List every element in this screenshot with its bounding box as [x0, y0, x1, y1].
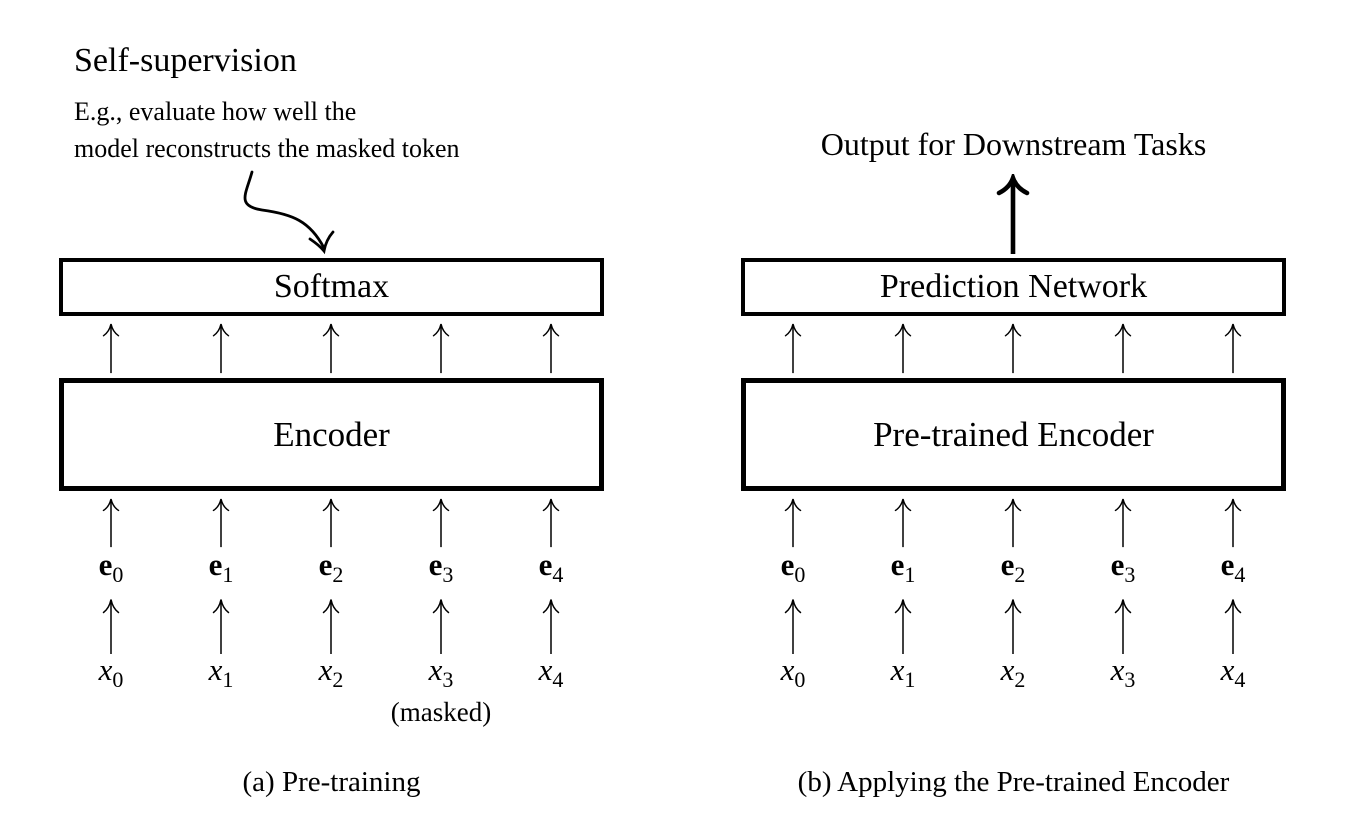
panel-pretraining: Self-supervision E.g., evaluate how well… — [59, 0, 604, 827]
up-arrow-icon — [1004, 498, 1022, 548]
up-arrow-icon — [784, 498, 802, 548]
embedding-label: e2 — [318, 547, 344, 587]
embedding-label: e3 — [1110, 547, 1136, 587]
up-arrow-icon — [432, 323, 450, 374]
input-label: x4 — [1220, 652, 1246, 692]
self-supervision-note-line2: model reconstructs the masked token — [74, 134, 460, 163]
up-arrow-icon — [102, 498, 120, 548]
prediction-network-box-label: Prediction Network — [879, 268, 1148, 305]
pretrained-encoder-box: Pre-trained Encoder — [741, 378, 1286, 491]
up-arrow-icon — [212, 599, 230, 654]
input-label: x1 — [890, 652, 916, 692]
caption-b: (b) Applying the Pre-trained Encoder — [797, 766, 1230, 798]
up-arrow-icon — [1114, 498, 1132, 548]
arrows-embeddings-to-encoder — [59, 495, 604, 548]
up-arrow-icon — [894, 599, 912, 654]
arrows-inputs-to-embeddings — [59, 595, 604, 655]
input-label: x2 — [1000, 652, 1026, 692]
arrows-inputs-to-embeddings — [741, 595, 1286, 655]
embedding-label: e1 — [208, 547, 234, 587]
up-arrow-icon — [1114, 599, 1132, 654]
softmax-box: Softmax — [59, 258, 604, 316]
panel-applying-encoder: Output for Downstream Tasks Prediction N… — [741, 0, 1286, 827]
encoder-box: Encoder — [59, 378, 604, 491]
up-arrow-icon — [1224, 323, 1242, 374]
up-arrow-icon — [542, 498, 560, 548]
up-arrow-icon — [322, 323, 340, 374]
input-label: x2 — [318, 652, 344, 692]
up-arrow-icon — [322, 599, 340, 654]
up-arrow-icon — [1004, 323, 1022, 374]
input-label: x1 — [208, 652, 234, 692]
input-label: x0 — [780, 652, 806, 692]
self-supervision-note-line1: E.g., evaluate how well the — [74, 97, 357, 126]
embedding-labels-row: e0 e1 e2 e3 e4 — [59, 547, 604, 587]
up-arrow-icon — [322, 498, 340, 548]
curved-arrow-icon — [243, 170, 335, 255]
downstream-output-label: Output for Downstream Tasks — [820, 126, 1207, 162]
up-arrow-icon — [102, 323, 120, 374]
thick-up-arrow-icon — [996, 174, 1030, 254]
embedding-label: e0 — [98, 547, 124, 587]
up-arrow-icon — [894, 323, 912, 374]
input-label: x4 — [538, 652, 564, 692]
embedding-label: e0 — [780, 547, 806, 587]
up-arrow-icon — [432, 599, 450, 654]
input-label: x3 — [428, 652, 454, 692]
caption-a: (a) Pre-training — [242, 766, 421, 798]
embedding-label: e3 — [428, 547, 454, 587]
input-labels-row: x0 x1 x2 x3 x4 — [59, 652, 604, 692]
up-arrow-icon — [784, 323, 802, 374]
arrows-encoder-to-prediction — [741, 320, 1286, 374]
embedding-label: e4 — [538, 547, 564, 587]
up-arrow-icon — [1224, 498, 1242, 548]
input-label: x0 — [98, 652, 124, 692]
arrows-embeddings-to-encoder — [741, 495, 1286, 548]
pretrained-encoder-box-label: Pre-trained Encoder — [873, 414, 1154, 454]
up-arrow-icon — [212, 323, 230, 374]
up-arrow-icon — [894, 498, 912, 548]
encoder-box-label: Encoder — [273, 414, 390, 454]
up-arrow-icon — [212, 498, 230, 548]
self-supervision-title: Self-supervision — [74, 42, 297, 79]
embedding-label: e2 — [1000, 547, 1026, 587]
up-arrow-icon — [784, 599, 802, 654]
input-label: x3 — [1110, 652, 1136, 692]
up-arrow-icon — [432, 498, 450, 548]
up-arrow-icon — [102, 599, 120, 654]
up-arrow-icon — [542, 323, 560, 374]
embedding-labels-row: e0 e1 e2 e3 e4 — [741, 547, 1286, 587]
up-arrow-icon — [1114, 323, 1132, 374]
arrows-encoder-to-softmax — [59, 320, 604, 374]
embedding-label: e1 — [890, 547, 916, 587]
up-arrow-icon — [1224, 599, 1242, 654]
embedding-label: e4 — [1220, 547, 1246, 587]
prediction-network-box: Prediction Network — [741, 258, 1286, 316]
softmax-box-label: Softmax — [273, 268, 390, 305]
input-labels-row: x0 x1 x2 x3 x4 — [741, 652, 1286, 692]
up-arrow-icon — [1004, 599, 1022, 654]
up-arrow-icon — [542, 599, 560, 654]
masked-token-note: (masked) — [390, 697, 492, 727]
